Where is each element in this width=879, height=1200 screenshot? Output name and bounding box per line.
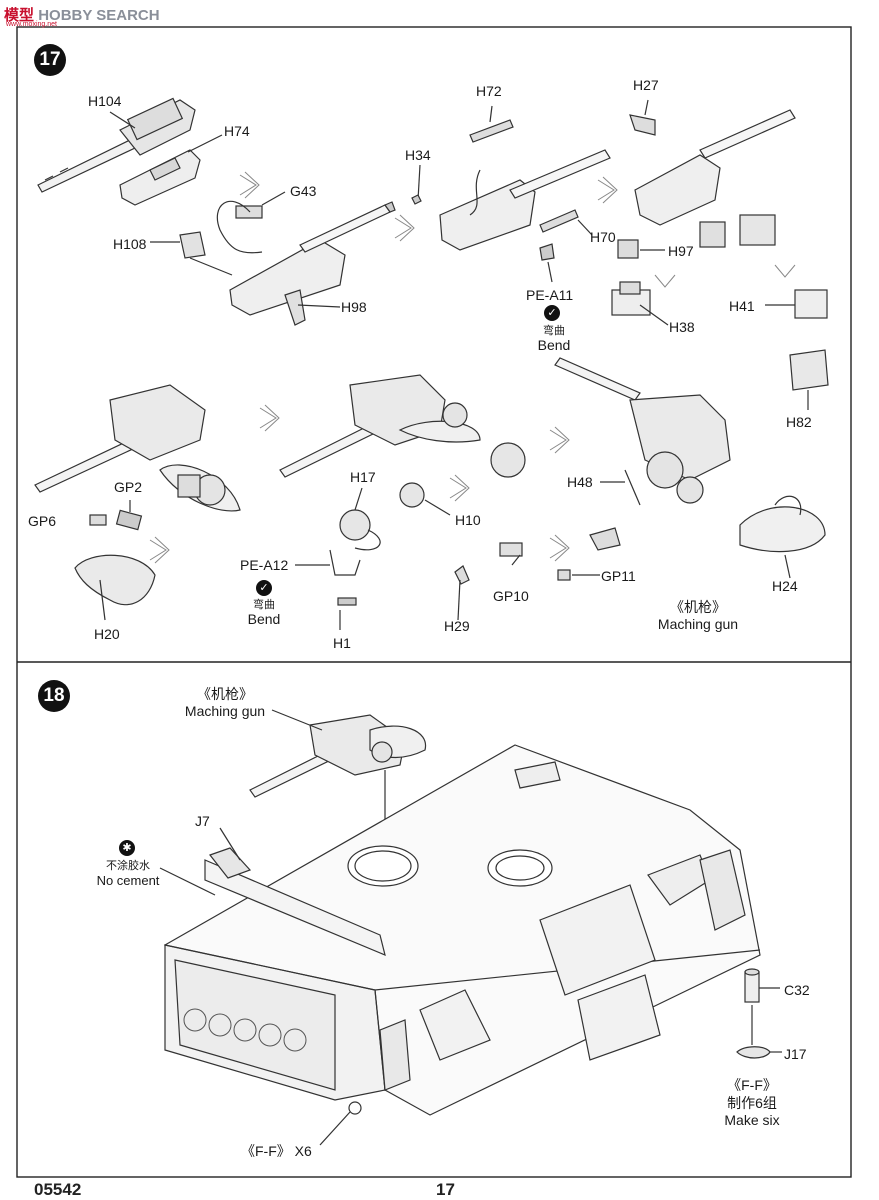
part-label-j7: J7 [195,813,210,829]
part-label-h108: H108 [113,236,147,252]
no-cement-label-cn: 不涂胶水 [106,860,150,872]
mount-assembly-left [34,384,241,621]
c32-j17-parts [736,968,782,1059]
hobby-search-logo: 模型 HOBBY SEARCH www.moxing.net [4,4,160,28]
gun-h104-drawing [37,97,196,193]
logo-en: HOBBY SEARCH [38,7,160,24]
mount-assembly-right [454,357,826,621]
receiver-h74-drawing [119,149,201,206]
asterisk-circle-icon: ✱ [119,840,135,856]
step-17-badge: 17 [34,44,66,76]
part-label-h24: H24 [772,578,798,594]
machine-gun-assembly-18 [249,709,427,860]
page-frame [16,26,852,1178]
product-code: 05542 [34,1180,82,1199]
gun-h27-drawing [611,99,829,410]
part-label-c32: C32 [784,982,810,998]
part-label-h41: H41 [729,298,755,314]
machine-gun-label-cn-18: 《机枪》 [197,686,253,702]
bend-label-en-2: Bend [247,611,281,627]
gun-h98-drawing [150,191,396,326]
page-number: 17 [436,1180,455,1199]
part-label-h74: H74 [224,123,250,139]
hull-drawing-18 [159,744,761,1146]
bend-label-cn-1: 弯曲 [543,325,565,337]
checkmark-circle-icon: ✓ [544,305,560,321]
bend-label-en-1: Bend [537,337,571,353]
ff-label: 《F-F》 [727,1077,777,1093]
part-label-h17: H17 [350,469,376,485]
part-label-h34: H34 [405,147,431,163]
bend-label-cn-2: 弯曲 [253,599,275,611]
machine-gun-label-cn: 《机枪》 [670,599,726,615]
part-label-g43: G43 [290,183,317,199]
mount-assembly-middle [279,374,526,630]
part-label-gp6: GP6 [28,513,57,529]
part-label-h97: H97 [668,243,694,259]
make-six-label-cn: 制作6组 [727,1095,777,1111]
part-label-h104: H104 [88,93,122,109]
make-six-label-en: Make six [724,1112,780,1128]
no-cement-label-en: No cement [96,873,160,888]
part-label-h1: H1 [333,635,351,651]
part-label-h72: H72 [476,83,502,99]
ff-x6-label: 《F-F》 X6 [241,1143,312,1159]
part-label-h82: H82 [786,414,812,430]
part-label-h20: H20 [94,626,120,642]
part-label-h27: H27 [633,77,659,93]
part-label-gp11: GP11 [601,568,636,584]
logo-url: www.moxing.net [6,21,57,28]
machine-gun-label-en-18: Maching gun [184,703,266,719]
step-18-badge: 18 [38,680,70,712]
part-label-h29: H29 [444,618,470,634]
part-label-pe-a12: PE-A12 [240,557,289,573]
part-label-gp2: GP2 [114,479,143,495]
part-label-h38: H38 [669,319,695,335]
part-label-gp10: GP10 [493,588,529,604]
part-label-h10: H10 [455,512,481,528]
checkmark-circle-icon: ✓ [256,580,272,596]
part-label-pe-a11: PE-A11 [526,287,574,303]
part-label-h70: H70 [590,229,616,245]
machine-gun-label-en: Maching gun [657,616,739,632]
gun-h72-drawing [411,105,611,283]
part-label-j17: J17 [784,1046,807,1062]
hatch-arrows [149,171,796,564]
part-label-h48: H48 [567,474,593,490]
logo-cn: 模型 [4,7,35,24]
part-label-h98: H98 [341,299,367,315]
